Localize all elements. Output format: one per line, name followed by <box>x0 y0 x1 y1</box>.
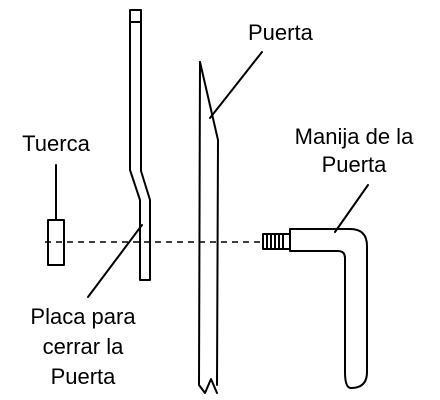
door-panel <box>198 61 201 386</box>
door-handle-shape <box>289 228 368 389</box>
door-panel-edge <box>199 61 219 386</box>
handle-label-line2: Puerta <box>322 152 388 177</box>
plate-label-line2: cerrar la <box>43 334 124 359</box>
door-break-mark <box>198 378 218 394</box>
threaded-stud <box>262 233 291 250</box>
door-leader-line <box>209 51 263 119</box>
nut-label: Tuerca <box>22 131 90 156</box>
door-closing-plate <box>129 9 151 281</box>
handle-leader-line <box>334 184 369 233</box>
handle-label-line1: Manija de la <box>295 124 414 149</box>
door-label: Puerta <box>248 20 314 45</box>
plate-leader-line <box>87 224 143 298</box>
plate-label-line3: Puerta <box>51 364 117 389</box>
plate-label-line1: Placa para <box>30 304 136 329</box>
